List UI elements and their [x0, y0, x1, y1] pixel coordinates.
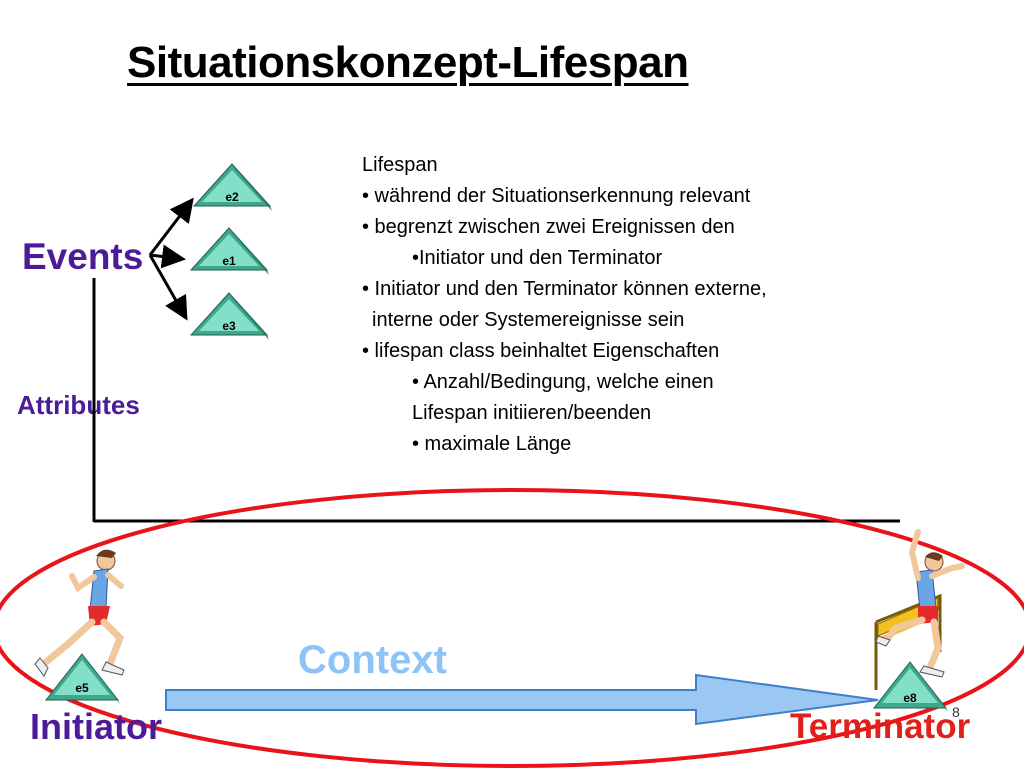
bullet-subitem: • Anzahl/Bedingung, welche einen [412, 371, 714, 393]
bullet-item: • während der Situationserkennung releva… [362, 185, 751, 207]
context-arrow [165, 673, 879, 726]
event-e8-label: e8 [903, 691, 917, 705]
attribute-axis [92, 278, 900, 523]
context-label: Context [298, 638, 447, 682]
event-e3-icon: e3 [189, 292, 269, 340]
page-number: 8 [952, 704, 960, 720]
lifespan-bullet-list: Lifespan • während der Situationserkennu… [362, 150, 767, 460]
hurdler-icon [874, 529, 965, 690]
context-ellipse [0, 488, 1024, 768]
bullet-subitem: • maximale Länge [412, 433, 572, 455]
bullet-item: • Initiator und den Terminator können ex… [362, 278, 767, 300]
event-arrows [148, 197, 194, 321]
runner-icon [34, 549, 125, 677]
bullet-heading: Lifespan [362, 154, 438, 176]
initiator-label: Initiator [30, 706, 162, 747]
bullet-subitem: •Initiator und den Terminator [412, 247, 663, 269]
event-e5-icon: e5 [44, 653, 120, 704]
bullet-continuation: Lifespan initiieren/beenden [412, 402, 652, 424]
bullet-item: • lifespan class beinhaltet Eigenschafte… [362, 340, 720, 362]
event-e1-label: e1 [222, 254, 236, 268]
bullet-item: • begrenzt zwischen zwei Ereignissen den [362, 216, 735, 238]
event-e2-label: e2 [225, 190, 239, 204]
attributes-label: Attributes [17, 390, 140, 420]
event-e8-icon: e8 [872, 661, 948, 712]
event-e5-label: e5 [75, 681, 89, 695]
events-label: Events [22, 236, 144, 277]
bullet-continuation: interne oder Systemereignisse sein [372, 309, 685, 331]
terminator-label: Terminator [790, 707, 971, 746]
event-e3-label: e3 [222, 319, 236, 333]
event-e2-icon: e2 [192, 163, 272, 211]
event-e1-icon: e1 [189, 227, 269, 275]
slide-title: Situationskonzept-Lifespan [127, 38, 689, 87]
